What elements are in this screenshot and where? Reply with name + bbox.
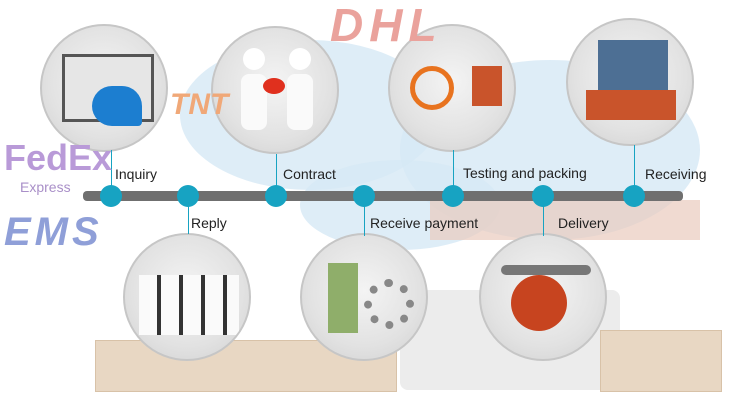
label-inquiry: Inquiry <box>115 166 158 182</box>
label-receiving: Receiving <box>645 166 707 182</box>
figure-body <box>241 74 267 130</box>
stem <box>634 145 635 190</box>
stem <box>543 200 544 236</box>
fedex-sub-logo: Express <box>20 179 71 195</box>
step-marker-delivery <box>532 185 554 207</box>
label-testing-packing: Testing and packing <box>463 165 587 181</box>
reply-image <box>123 233 251 361</box>
money-icon <box>328 263 358 333</box>
ship-bg <box>430 200 700 240</box>
stem <box>453 150 454 190</box>
step-marker-inquiry <box>100 185 122 207</box>
tape-icon <box>410 66 454 110</box>
dhl-logo: DHL <box>330 0 443 51</box>
stem <box>364 200 365 236</box>
label-receive-payment: Receive payment <box>370 215 479 231</box>
globe-icon <box>511 275 567 331</box>
receiving-image <box>566 18 694 146</box>
step-marker-contract <box>265 185 287 207</box>
tnt-logo: TNT <box>170 88 229 121</box>
stamp-icon <box>263 78 285 94</box>
boxes-icon <box>586 90 676 120</box>
contract-image <box>211 26 339 154</box>
fedex-logo: FedEx <box>4 137 113 178</box>
step-marker-reply <box>177 185 199 207</box>
boxes-bg <box>600 330 722 392</box>
step-marker-testing-packing <box>442 185 464 207</box>
reply-arrow-icon <box>92 86 142 126</box>
step-marker-receiving <box>623 185 645 207</box>
stem <box>111 150 112 190</box>
boxes-icon <box>472 66 502 106</box>
call-center-icon <box>139 275 239 335</box>
airplane-icon <box>501 265 591 275</box>
gears-icon <box>364 279 414 329</box>
boxes-bg <box>95 340 397 392</box>
step-marker-receive-payment <box>353 185 375 207</box>
testing-packing-image <box>388 24 516 152</box>
delivery-image <box>479 233 607 361</box>
ems-logo: EMS <box>4 210 103 254</box>
label-delivery: Delivery <box>558 215 609 231</box>
inquiry-image <box>40 24 168 152</box>
stem <box>188 200 189 234</box>
handshake-figures-icon <box>243 48 265 70</box>
stem <box>276 154 277 190</box>
receive-payment-image <box>300 233 428 361</box>
label-reply: Reply <box>191 215 227 231</box>
label-contract: Contract <box>283 166 336 182</box>
timeline-bar <box>83 191 683 201</box>
